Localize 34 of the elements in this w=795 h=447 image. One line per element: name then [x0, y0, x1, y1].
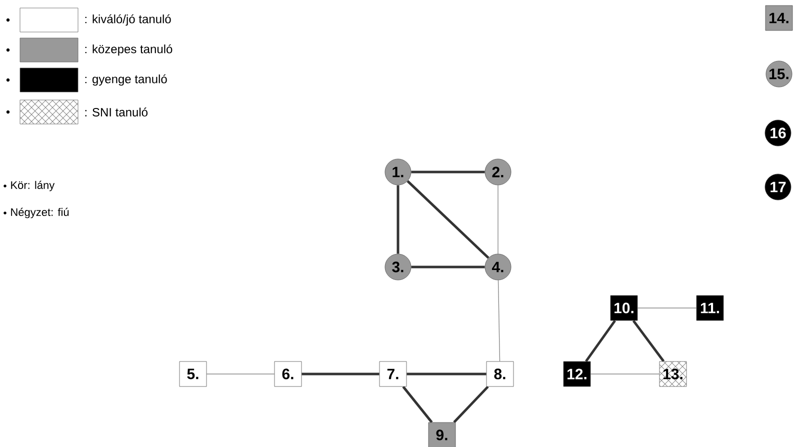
square-node: 14. [765, 5, 793, 31]
square-node: 12. [563, 361, 591, 387]
circle-node: 2. [484, 158, 512, 186]
note-text: Négyzet: fiú [11, 208, 69, 218]
square-node: 7. [379, 361, 407, 387]
square-node: 5. [179, 361, 207, 387]
tie-line [402, 386, 433, 424]
legend-text: : gyenge tanuló [85, 74, 167, 86]
legend-text: : közepes tanuló [85, 44, 172, 56]
square-node: 6. [274, 361, 302, 387]
circle-node: 17 [764, 174, 792, 200]
circle-node: 4. [484, 254, 512, 280]
circle-node: 3. [384, 254, 412, 280]
square-node: 8. [486, 361, 514, 387]
square-node: 11. [696, 295, 724, 321]
tie-line [302, 372, 380, 376]
note-text: Kör: lány [11, 180, 55, 192]
tie-line [406, 180, 490, 259]
square-node: 10. [610, 295, 638, 321]
tie-line [406, 372, 486, 376]
circle-node: 1. [384, 158, 412, 186]
tie-line [453, 386, 489, 424]
tie-line [396, 185, 400, 254]
square-node: 9. [428, 422, 456, 447]
legend-text: : SNI tanuló [85, 108, 148, 116]
tie-line [498, 280, 500, 362]
tie-line [632, 320, 665, 362]
circle-node: 16 [764, 120, 792, 146]
square-node: 13. [659, 361, 687, 387]
tie-line [411, 266, 485, 268]
legend-text: : kiváló/jó tanuló [85, 14, 171, 26]
tie-line [585, 320, 616, 362]
circle-node: 15. [766, 60, 792, 88]
tie-line [411, 170, 485, 174]
